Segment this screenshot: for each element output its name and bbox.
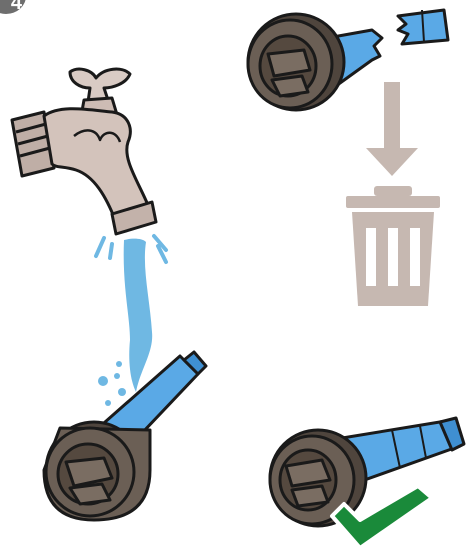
tap-icon xyxy=(12,69,156,234)
broken-nozzle-icon xyxy=(248,10,448,110)
nozzle-icon xyxy=(270,418,464,526)
arrow-down-icon xyxy=(366,82,418,176)
trash-can-icon xyxy=(346,186,440,306)
nozzle-icon xyxy=(44,352,206,520)
